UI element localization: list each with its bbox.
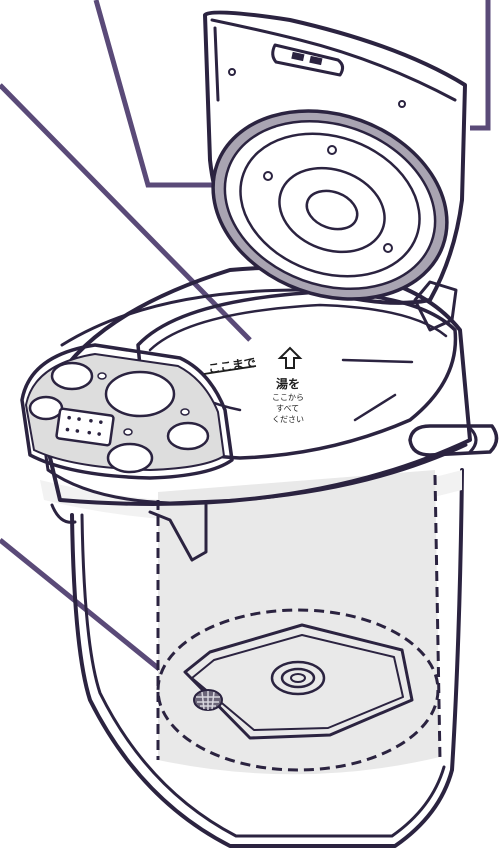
instruction-line-2: ここから xyxy=(272,393,304,402)
panel-button-4 xyxy=(168,423,208,449)
panel-button-2 xyxy=(106,372,174,416)
instruction-line-3: すべて xyxy=(276,404,299,413)
instruction-line-1: 湯を xyxy=(276,376,300,391)
panel-button-3 xyxy=(30,397,62,419)
panel-display xyxy=(56,408,114,445)
temp-sensor-mesh xyxy=(194,690,222,710)
panel-button-1 xyxy=(52,363,92,389)
panel-button-5 xyxy=(108,444,152,472)
leader-line-inner-container xyxy=(0,85,250,340)
inner-tank xyxy=(158,470,440,774)
lid xyxy=(186,12,473,330)
leader-line-lid-hinge xyxy=(470,0,488,128)
fill-arrow-icon xyxy=(280,348,300,368)
control-panel xyxy=(22,345,232,478)
instruction-line-4: ください xyxy=(272,415,304,424)
